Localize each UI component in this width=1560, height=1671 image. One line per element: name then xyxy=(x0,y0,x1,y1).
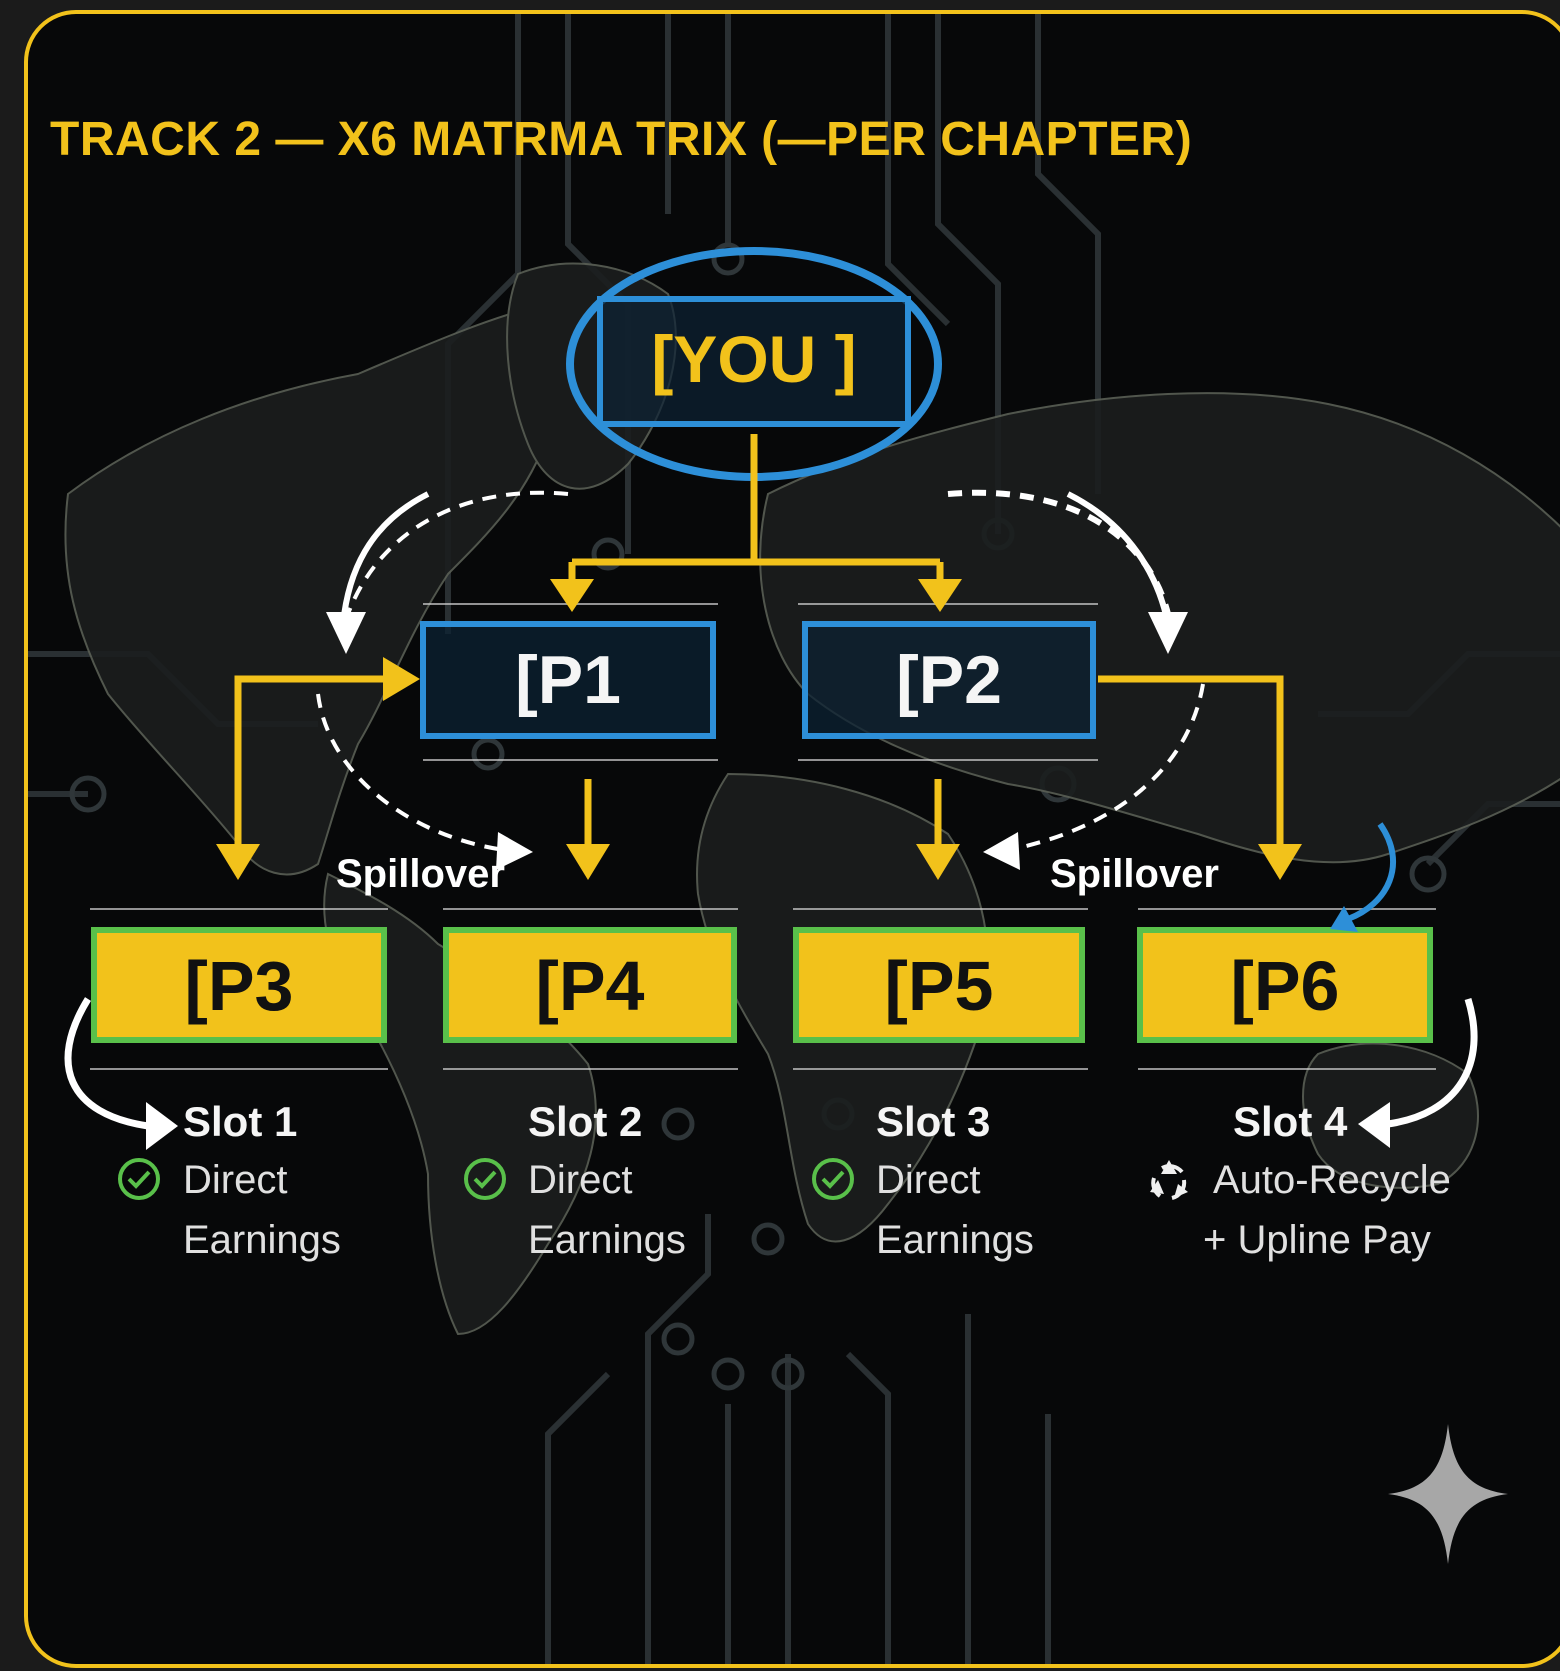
p6-box xyxy=(1137,927,1433,1043)
spillover-arrowheads xyxy=(146,612,1390,1150)
p6-label: [P6 xyxy=(1230,947,1340,1025)
check-circle-icon xyxy=(464,1158,506,1200)
slot-1-line2: Earnings xyxy=(183,1218,341,1262)
world-map xyxy=(64,262,1560,1336)
spillover-label-right: Spillover xyxy=(1050,852,1219,896)
spillover-arrows xyxy=(64,489,1478,1130)
p2-label: [P2 xyxy=(896,642,1002,718)
slot-3-line1: Direct xyxy=(876,1158,981,1202)
p3-label: [P3 xyxy=(184,947,294,1025)
p1-label: [P1 xyxy=(515,642,621,718)
tree-connectors xyxy=(234,434,1284,849)
slot-1-title: Slot 1 xyxy=(183,1098,298,1145)
diagram-frame: TRACK 2 — X6 MATRMA TRIX (—PER CHAPTER) xyxy=(24,10,1560,1668)
root-node-label: [YOU ] xyxy=(651,322,857,396)
p2-box xyxy=(802,621,1096,739)
p3-box xyxy=(91,927,387,1043)
slot-1-line1: Direct xyxy=(183,1158,288,1202)
connector-layer xyxy=(64,247,1508,1564)
recycle-icon xyxy=(1150,1160,1188,1200)
slot-2-line1: Direct xyxy=(528,1158,633,1202)
background-graphics xyxy=(28,14,1560,1664)
connector-arrowheads xyxy=(216,579,1302,880)
slot-2-line2: Earnings xyxy=(528,1218,686,1262)
check-circle-icon xyxy=(812,1158,854,1200)
slot-3-line2: Earnings xyxy=(876,1218,1034,1262)
p4-label: [P4 xyxy=(535,947,645,1025)
p5-label: [P5 xyxy=(884,947,994,1025)
sparkle-icon xyxy=(1388,1424,1508,1564)
p5-box xyxy=(793,927,1085,1043)
p4-box xyxy=(443,927,737,1043)
circuit-traces xyxy=(28,14,1560,1664)
slot-4-title: Slot 4 xyxy=(1233,1098,1348,1145)
separator-lines xyxy=(90,603,1436,1070)
spillover-label-left: Spillover xyxy=(336,852,505,896)
slot-2-title: Slot 2 xyxy=(528,1098,643,1145)
slot-3-title: Slot 3 xyxy=(876,1098,991,1145)
check-circle-icon xyxy=(118,1158,160,1200)
blue-curve-arrow xyxy=(1346,822,1397,922)
slot-4-line2: + Upline Pay xyxy=(1203,1218,1431,1262)
slot-4-line1: Auto-Recycle xyxy=(1213,1158,1451,1202)
diagram-title: TRACK 2 — X6 MATRMA TRIX (—PER CHAPTER) xyxy=(50,113,1193,166)
p1-box xyxy=(420,621,716,739)
